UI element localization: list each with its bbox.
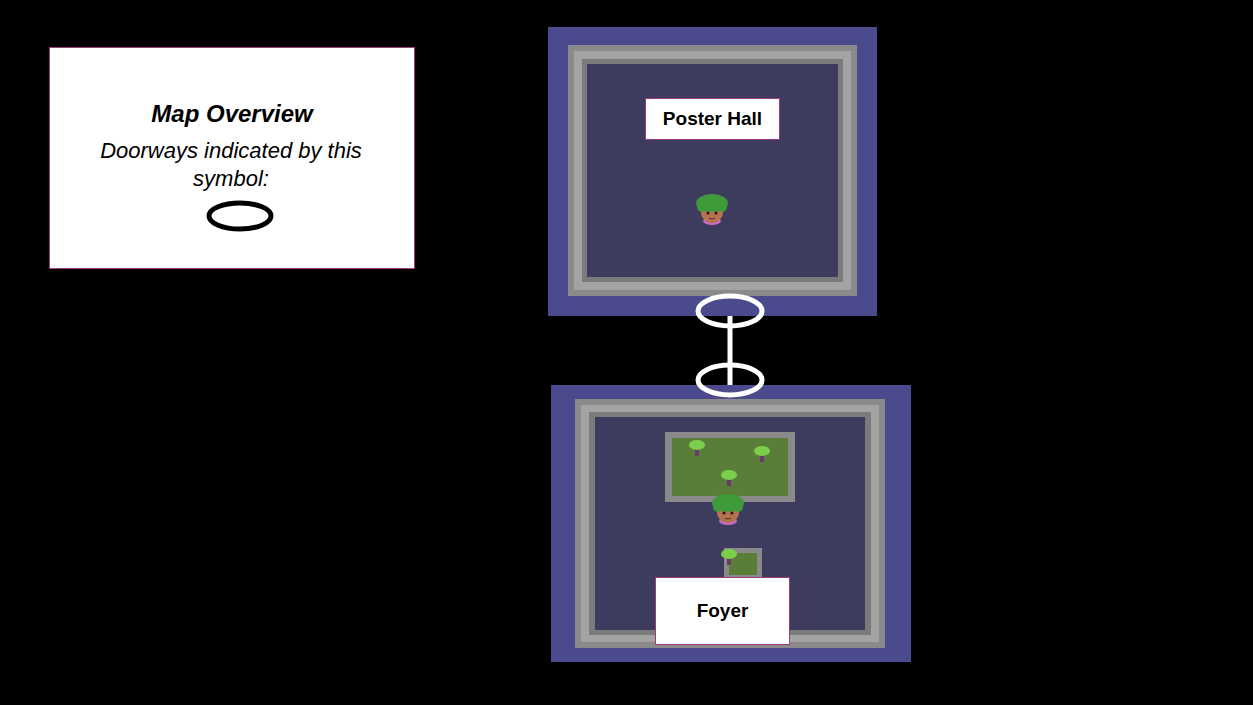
room-wall xyxy=(575,399,885,648)
room-wall xyxy=(568,45,857,296)
room-name: Poster Hall xyxy=(663,108,762,130)
tree xyxy=(721,470,737,486)
room-region: Foyer xyxy=(551,385,911,662)
grass-patch xyxy=(672,438,788,496)
player-avatar xyxy=(696,194,728,225)
doorway-symbol-shape xyxy=(209,203,271,229)
room-label-box: Foyer xyxy=(655,577,790,645)
room-region: Poster Hall xyxy=(548,27,877,316)
room-wall-edge xyxy=(589,412,871,635)
tree xyxy=(721,549,737,565)
tree xyxy=(754,446,770,462)
room-label-box: Poster Hall xyxy=(645,98,780,140)
planter-border xyxy=(665,432,795,502)
tree xyxy=(689,440,705,456)
room-wall-inner xyxy=(574,51,851,290)
room-poster-hall xyxy=(548,27,877,316)
room-wall-edge xyxy=(582,59,843,282)
room-outer xyxy=(551,385,911,662)
doorway-symbol xyxy=(200,198,280,234)
legend-panel: Map OverviewDoorways indicated by this s… xyxy=(49,47,415,269)
room-foyer xyxy=(551,385,911,662)
room-name: Foyer xyxy=(697,600,749,622)
room-wall-inner xyxy=(581,405,879,642)
doorway-symbol xyxy=(698,365,762,395)
doorway-symbol xyxy=(698,296,762,326)
room-outer xyxy=(548,27,877,316)
player-avatar xyxy=(712,494,744,525)
panel-note: Doorways indicated by this symbol: xyxy=(78,137,384,194)
room-floor xyxy=(587,64,838,277)
panel-title: Map Overview xyxy=(50,100,414,129)
